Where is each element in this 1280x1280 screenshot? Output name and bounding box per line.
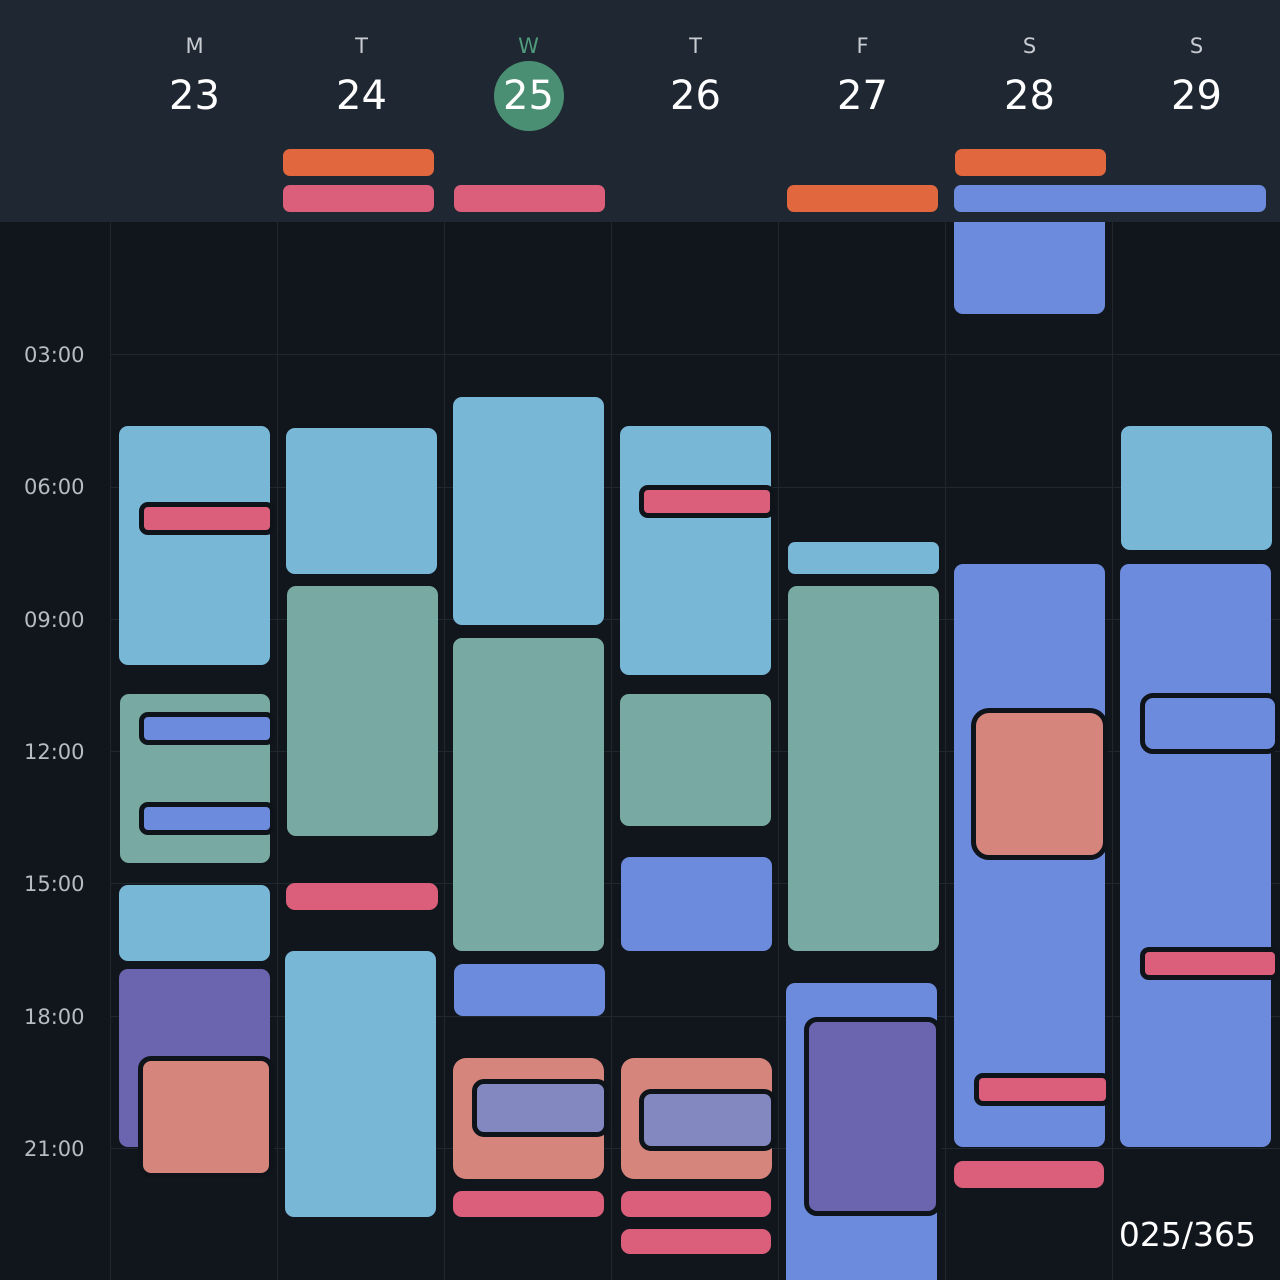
event-block[interactable]	[286, 428, 437, 574]
today-indicator	[494, 61, 564, 131]
event-block[interactable]	[1120, 564, 1271, 1147]
time-label: 12:00	[24, 740, 85, 764]
event-block[interactable]	[138, 1056, 274, 1178]
day-of-month-label: 24	[336, 73, 387, 119]
time-label: 21:00	[24, 1137, 85, 1161]
day-of-month-label: 29	[1171, 73, 1222, 119]
time-label: 15:00	[24, 872, 85, 896]
all-day-event[interactable]	[955, 149, 1106, 176]
hour-gridline	[111, 354, 1280, 355]
event-block[interactable]	[1140, 693, 1280, 754]
event-block[interactable]	[286, 883, 438, 910]
event-block[interactable]	[620, 426, 771, 675]
day-of-month-label: 25	[503, 73, 554, 119]
day-of-week-label: F	[856, 34, 869, 58]
day-header-wed-today[interactable]: W 25	[445, 0, 612, 140]
day-of-week-label: W	[518, 34, 539, 58]
all-day-event[interactable]	[454, 185, 605, 212]
all-day-event[interactable]	[283, 185, 434, 212]
event-block[interactable]	[453, 397, 604, 625]
event-block[interactable]	[119, 885, 270, 961]
all-day-event[interactable]	[283, 149, 434, 176]
event-block[interactable]	[639, 485, 775, 518]
hour-gridline	[111, 1016, 1280, 1017]
event-block[interactable]	[788, 586, 939, 951]
event-block[interactable]	[1140, 947, 1280, 980]
all-day-event[interactable]	[787, 185, 938, 212]
event-block[interactable]	[974, 1073, 1111, 1106]
event-block[interactable]	[287, 586, 438, 836]
event-block[interactable]	[954, 222, 1105, 314]
event-block[interactable]	[621, 857, 772, 951]
day-of-month-label: 27	[837, 73, 888, 119]
day-header-thu[interactable]: T 26	[612, 0, 779, 140]
event-block[interactable]	[954, 1161, 1104, 1188]
event-block[interactable]	[620, 694, 771, 826]
event-block[interactable]	[804, 1017, 941, 1216]
event-block[interactable]	[788, 542, 939, 574]
day-of-month-label: 28	[1004, 73, 1055, 119]
event-block[interactable]	[621, 1191, 771, 1217]
time-label: 09:00	[24, 608, 85, 632]
day-of-week-label: S	[1022, 34, 1037, 58]
day-of-month-label: 23	[169, 73, 220, 119]
event-block[interactable]	[472, 1079, 609, 1137]
event-block[interactable]	[454, 964, 605, 1016]
day-divider	[110, 222, 111, 1280]
event-block[interactable]	[285, 951, 436, 1217]
event-block[interactable]	[453, 1191, 604, 1217]
day-of-week-label: M	[185, 34, 204, 58]
event-block[interactable]	[119, 426, 270, 665]
time-label: 03:00	[24, 343, 85, 367]
all-day-event[interactable]	[954, 185, 1266, 212]
day-header-fri[interactable]: F 27	[779, 0, 946, 140]
day-of-week-label: T	[689, 34, 702, 58]
day-of-week-label: T	[355, 34, 368, 58]
event-block[interactable]	[453, 638, 604, 951]
event-block[interactable]	[1121, 426, 1272, 550]
event-block[interactable]	[139, 802, 275, 835]
event-block[interactable]	[639, 1089, 776, 1151]
event-block[interactable]	[139, 712, 275, 745]
day-of-week-label: S	[1189, 34, 1204, 58]
event-block[interactable]	[139, 502, 275, 535]
time-label: 18:00	[24, 1005, 85, 1029]
event-block[interactable]	[621, 1229, 771, 1254]
day-of-month-label: 26	[670, 73, 721, 119]
time-label: 06:00	[24, 475, 85, 499]
week-header: M 23 T 24 W 25 T 26 F 27 S 28 S 29	[0, 0, 1280, 222]
day-header-tue[interactable]: T 24	[278, 0, 445, 140]
day-header-mon[interactable]: M 23	[111, 0, 278, 140]
week-time-grid[interactable]: 03:00 06:00 09:00 12:00 15:00 18:00 21:0…	[0, 222, 1280, 1280]
day-of-year-counter: 025/365	[1118, 1215, 1256, 1254]
event-block[interactable]	[971, 708, 1108, 860]
day-header-sat[interactable]: S 28	[946, 0, 1113, 140]
day-header-sun[interactable]: S 29	[1113, 0, 1280, 140]
